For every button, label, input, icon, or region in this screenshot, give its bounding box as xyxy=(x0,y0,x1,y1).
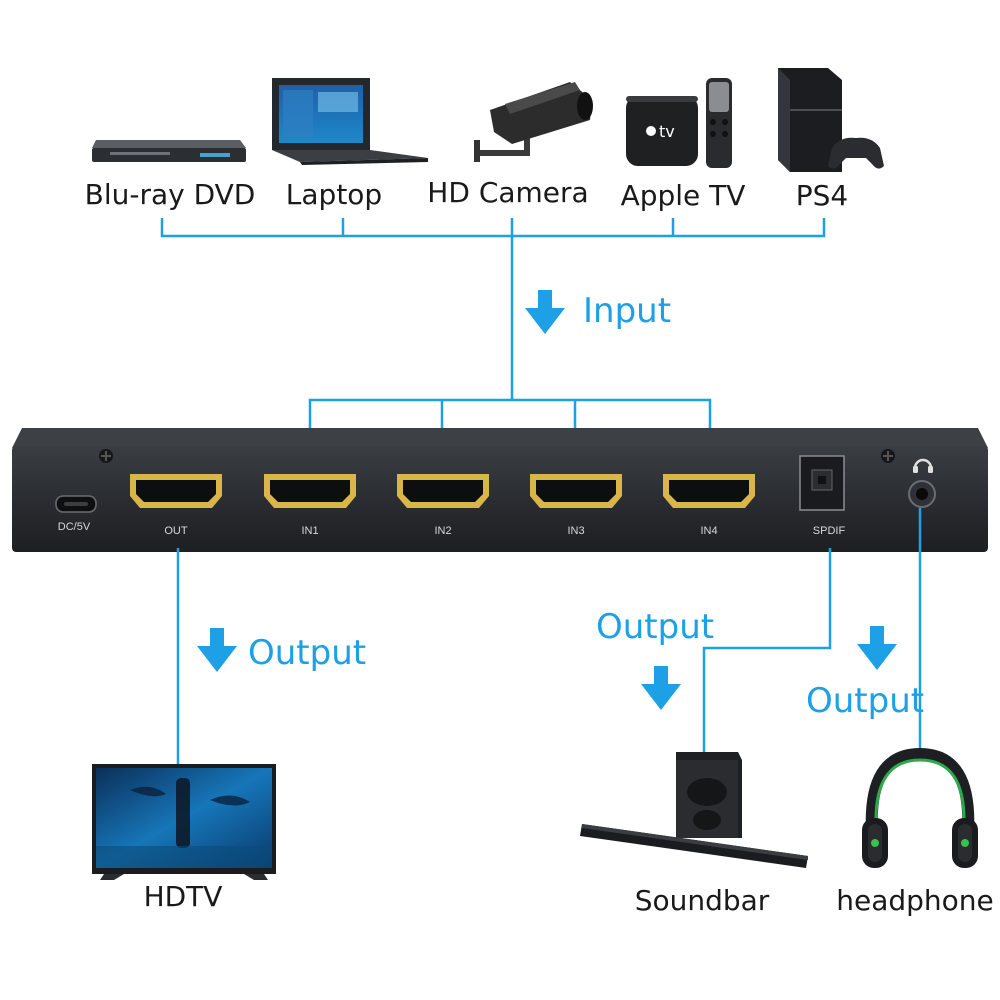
port-label-out: OUT xyxy=(164,525,188,537)
down-arrow-icon xyxy=(197,628,237,672)
hdmi-switch-device: DC/5V OUT IN1 IN2 IN3 IN4 xyxy=(12,428,988,552)
spdif-port xyxy=(799,455,845,511)
sink-label-soundbar: Soundbar xyxy=(635,884,770,917)
down-arrow-icon xyxy=(857,626,897,670)
hdtv-icon xyxy=(92,764,276,880)
port-label-in4: IN4 xyxy=(700,525,717,537)
source-label-laptop: Laptop xyxy=(286,178,382,211)
flow-label-input: Input xyxy=(583,291,671,331)
port-label-in1: IN1 xyxy=(301,525,318,537)
down-arrow-icon xyxy=(525,290,565,334)
flow-label-output-hdtv: Output xyxy=(248,633,366,673)
apple-tv-logo-text: tv xyxy=(659,122,675,141)
source-label-appletv: Apple TV xyxy=(621,179,746,212)
source-label-camera: HD Camera xyxy=(427,176,588,209)
port-label-spdif: SPDIF xyxy=(813,525,846,537)
flow-label-output-headphone: Output xyxy=(806,681,924,721)
down-arrow-icon xyxy=(641,666,681,710)
bluray-player-icon xyxy=(92,140,246,162)
output-wires xyxy=(176,508,922,770)
sink-label-hdtv: HDTV xyxy=(144,880,223,913)
laptop-icon xyxy=(272,78,428,165)
source-label-bluray: Blu-ray DVD xyxy=(85,178,256,211)
hdmi-port-in3 xyxy=(530,474,622,508)
hdmi-port-in2 xyxy=(397,474,489,508)
headphone-icon xyxy=(862,747,978,868)
port-label-in3: IN3 xyxy=(567,525,584,537)
apple-tv-icon: tv xyxy=(626,78,732,168)
source-label-ps4: PS4 xyxy=(796,179,848,212)
sink-label-headphone: headphone xyxy=(836,884,994,917)
camera-icon xyxy=(474,82,593,162)
hdmi-port-out xyxy=(130,474,222,508)
port-label-power: DC/5V xyxy=(58,521,91,533)
hdmi-port-in1 xyxy=(264,474,356,508)
port-label-in2: IN2 xyxy=(434,525,451,537)
flow-label-output-soundbar: Output xyxy=(596,607,714,647)
ps4-icon xyxy=(778,68,884,172)
headphone-jack-icon xyxy=(908,458,936,508)
hdmi-port-in4 xyxy=(663,474,755,508)
soundbar-icon xyxy=(580,752,808,868)
